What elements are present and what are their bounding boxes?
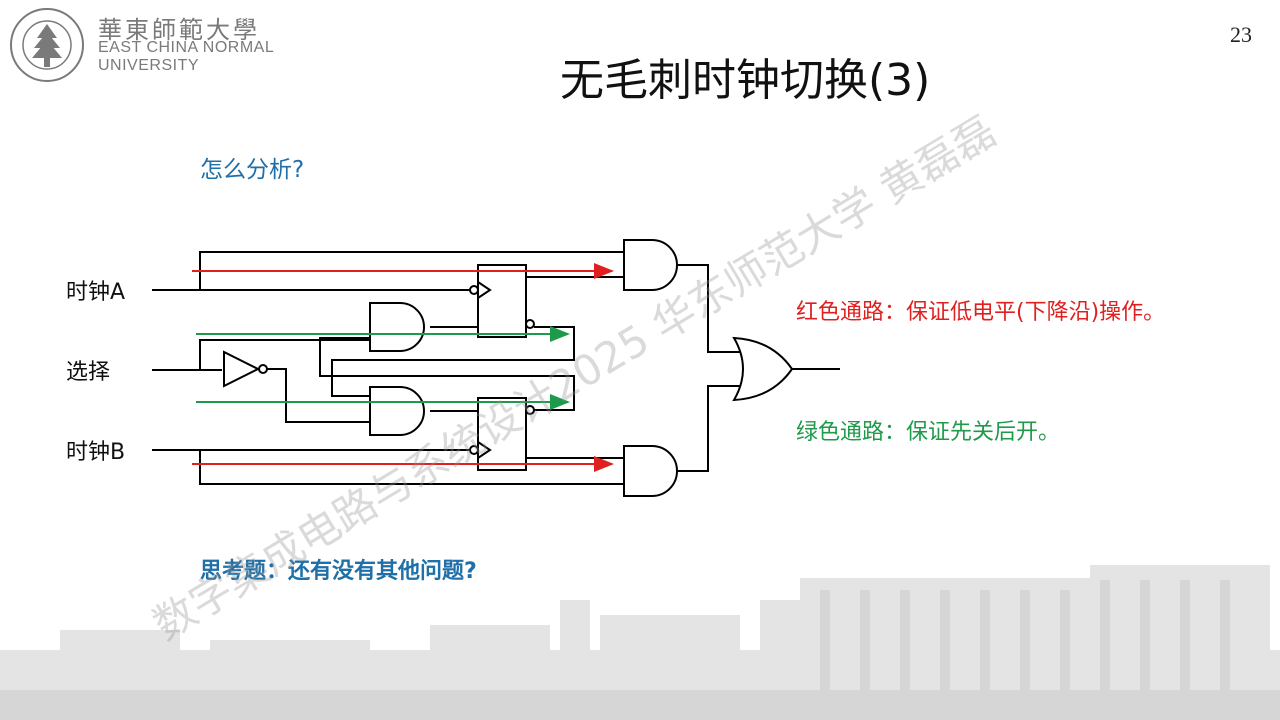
and-gate-enable-b <box>369 386 425 436</box>
inverter-gate <box>223 350 261 388</box>
note-red-path: 红色通路：保证低电平(下降沿)操作。 <box>796 300 1166 325</box>
logo-english-line1: EAST CHINA NORMAL <box>98 39 275 56</box>
and-gate-out-a <box>623 239 678 291</box>
or-gate-output <box>732 336 794 402</box>
slide-title: 无毛刺时钟切换(3) <box>560 55 931 106</box>
logo-chinese-name: 華東師範大學 <box>98 16 260 44</box>
inverter-bubble <box>258 364 268 374</box>
page-number: 23 <box>1230 22 1252 47</box>
logo-english-line2: UNIVERSITY <box>98 57 200 74</box>
wire-and-b-to-or <box>677 385 742 472</box>
wire-clock-a-top-loop <box>199 251 624 290</box>
wire-qbar-b-feedback <box>319 337 575 411</box>
analysis-question: 怎么分析? <box>200 157 305 183</box>
wire-select-to-and-top <box>199 339 370 370</box>
wire-inverter-to-and-bottom <box>267 368 370 423</box>
note-green-path: 绿色通路：保证先关后开。 <box>796 420 1061 445</box>
think-question: 思考题：还有没有其他问题? <box>200 559 477 584</box>
wire-clock-b-bottom-loop <box>199 450 624 485</box>
wire-and-a-to-or <box>677 264 742 353</box>
and-gate-enable-a <box>369 302 425 352</box>
university-emblem-icon <box>10 8 84 82</box>
input-label-select: 选择 <box>66 360 111 385</box>
and-gate-out-b <box>623 445 678 497</box>
input-label-clock-a: 时钟A <box>66 280 126 305</box>
input-label-clock-b: 时钟B <box>66 440 126 465</box>
flip-flop-a <box>477 264 527 338</box>
flip-flop-b <box>477 397 527 471</box>
